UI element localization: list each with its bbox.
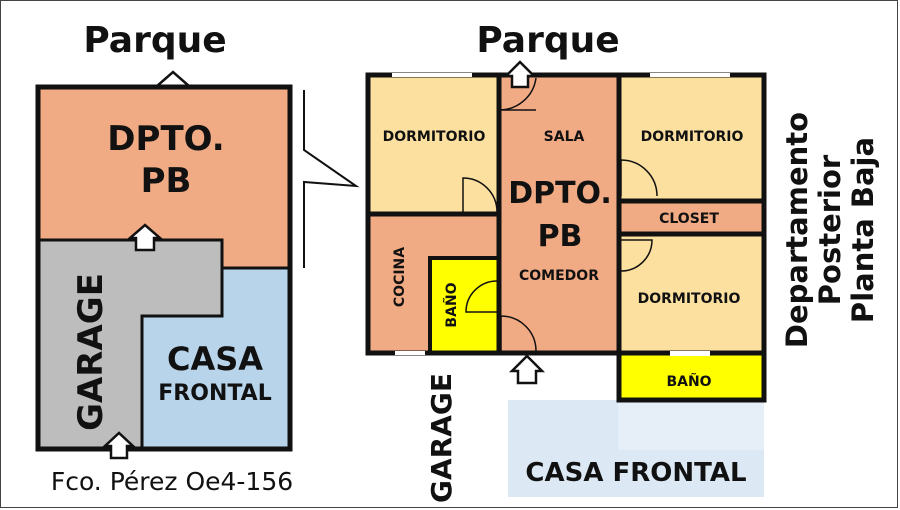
plan-entry-arrow-bottom xyxy=(508,354,546,385)
plan-doors xyxy=(462,77,658,352)
plan-walls xyxy=(365,72,767,403)
overview-house-label-1: CASA xyxy=(167,340,263,378)
plan-front-house-label: CASA FRONTAL xyxy=(525,458,746,488)
room-closet xyxy=(619,201,764,234)
overview-unit-label-1: DPTO. xyxy=(107,119,224,159)
label-kitchen: COCINA xyxy=(392,247,408,307)
label-bedroom-top-left: DORMITORIO xyxy=(383,129,486,145)
room-bedroom-bottom-right xyxy=(619,234,764,353)
side-title-line-3: Planta Baja xyxy=(846,137,880,323)
overview-garage-label: GARAGE xyxy=(71,273,111,431)
plan-windows xyxy=(392,73,730,356)
plan-park-label: Parque xyxy=(476,20,619,61)
side-title-line-1: Departamento xyxy=(780,112,814,348)
zoom-connector xyxy=(303,90,360,268)
label-living: SALA xyxy=(544,129,585,145)
overview-unit-label-2: PB xyxy=(141,161,192,201)
side-title-line-2: Posterior xyxy=(813,154,847,305)
overview-garage-block xyxy=(38,240,222,449)
overview-outer-wall xyxy=(35,84,293,452)
room-living-dining xyxy=(499,75,619,353)
overview-house-label-2: FRONTAL xyxy=(158,381,271,406)
label-bath-bottom: BAÑO xyxy=(666,373,711,390)
label-unit-2: PB xyxy=(538,219,583,254)
label-bath-left: BAÑO xyxy=(443,282,460,327)
label-dining: COMEDOR xyxy=(519,268,599,284)
room-bath-bottom xyxy=(619,353,764,400)
front-house-strip xyxy=(618,400,764,450)
plan-garage-label: GARAGE xyxy=(425,373,458,503)
overview-address: Fco. Pérez Oe4-156 xyxy=(51,467,293,496)
room-bedroom-top-right xyxy=(619,75,764,201)
label-unit-1: DPTO. xyxy=(508,176,612,211)
overview-house-block xyxy=(142,268,290,449)
overview-entry-arrow-bottom xyxy=(101,431,137,460)
label-bedroom-top-right: DORMITORIO xyxy=(641,129,744,145)
overview-park-label: Parque xyxy=(83,20,226,61)
room-bedroom-top-left xyxy=(368,75,499,214)
label-closet: CLOSET xyxy=(659,211,719,227)
room-bath-left xyxy=(430,258,499,353)
overview-inner-walls xyxy=(38,238,290,270)
overview-entry-arrow-mid xyxy=(126,223,164,252)
plan-entry-arrow-top xyxy=(502,60,538,89)
label-bedroom-bottom-right: DORMITORIO xyxy=(638,291,741,307)
overview-garage-wall xyxy=(140,268,224,449)
